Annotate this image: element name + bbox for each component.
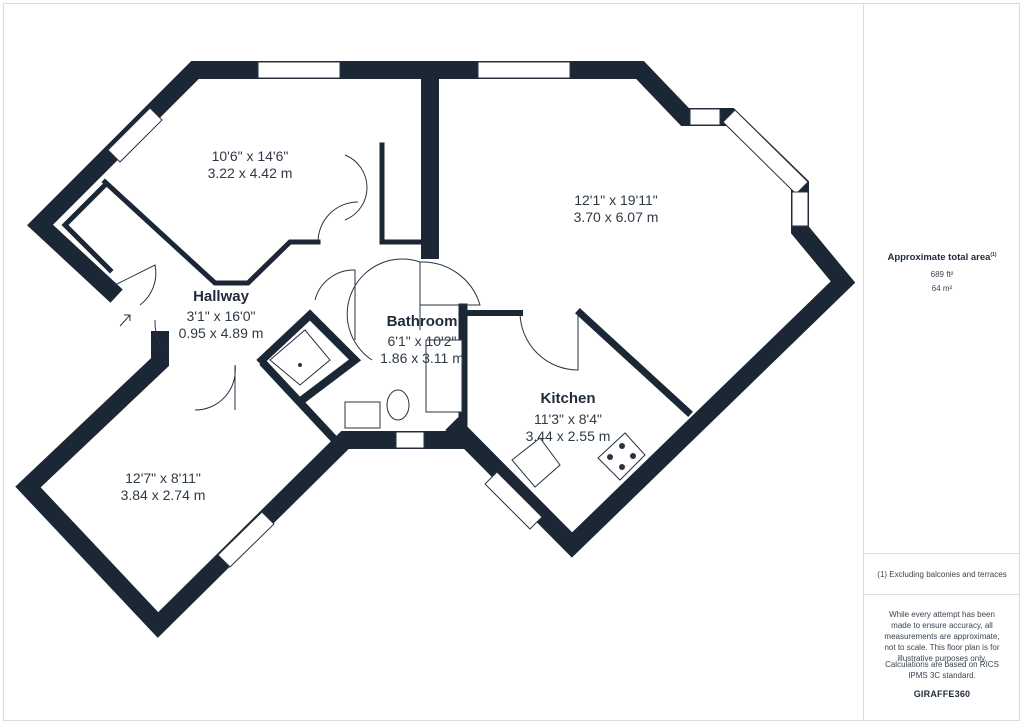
door-bath bbox=[346, 258, 421, 361]
bedroom1-dim-metric: 3.22 x 4.42 m bbox=[207, 165, 293, 181]
footnote-text: (1) Excluding balconies and terraces bbox=[877, 570, 1007, 579]
wall-bedroom1-lower bbox=[101, 178, 321, 286]
hallway-dimensions: 3'1" x 16'0" 0.95 x 4.89 m bbox=[179, 308, 264, 342]
sidebar-divider bbox=[863, 3, 864, 721]
hallway-dim-imperial: 3'1" x 16'0" bbox=[186, 308, 256, 324]
hob-ring-3 bbox=[619, 464, 625, 470]
wall-bottom-left bbox=[15, 331, 467, 638]
entrance-arrow bbox=[119, 314, 131, 327]
wall-kitchen-right bbox=[575, 308, 693, 417]
window-bath-bottom bbox=[395, 431, 425, 449]
kitchen-dimensions: 11'3" x 8'4" 3.44 x 2.55 m bbox=[526, 411, 611, 445]
window-bed1-left bbox=[107, 107, 163, 163]
wall-hall-left bbox=[61, 181, 114, 274]
door-living bbox=[419, 261, 481, 306]
sidebar-separator-1 bbox=[864, 553, 1020, 554]
wall-top-left bbox=[27, 61, 439, 303]
window-living-angle bbox=[722, 109, 809, 195]
total-area-footnote-mark: (1) bbox=[990, 252, 997, 258]
bedroom1-dim-imperial: 10'6" x 14'6" bbox=[211, 148, 289, 164]
hallway-dim-metric: 0.95 x 4.89 m bbox=[178, 325, 264, 341]
kitchen-name: Kitchen bbox=[540, 390, 596, 407]
wall-store bbox=[256, 309, 362, 406]
bathroom-dimensions: 6'1" x 10'2" 1.86 x 3.11 m bbox=[380, 333, 464, 367]
window-living-top bbox=[477, 61, 571, 79]
window-bed1-top bbox=[257, 61, 341, 79]
disclaimer-text: While every attempt has been made to ens… bbox=[884, 610, 1000, 663]
store-sink bbox=[269, 329, 331, 386]
bedroom2-dim-metric: 3.84 x 2.74 m bbox=[120, 487, 206, 503]
wall-cupboard bbox=[379, 142, 433, 245]
total-area-sqft: 689 ft² bbox=[930, 270, 954, 280]
hob-ring-1 bbox=[607, 454, 613, 460]
total-area-block: Approximate total area(1) 689 ft² 64 m² bbox=[864, 250, 1020, 294]
hob-ring-2 bbox=[619, 443, 625, 449]
door-hall-entry bbox=[114, 264, 157, 306]
plan-frame bbox=[3, 3, 1020, 721]
door-hall-arc bbox=[154, 319, 161, 346]
window-living-side bbox=[791, 191, 809, 227]
living-dim-metric: 3.70 x 6.07 m bbox=[573, 209, 659, 225]
bedroom2-dimensions: 12'7" x 8'11" 3.84 x 2.74 m bbox=[121, 470, 206, 504]
window-kitchen-bottom bbox=[484, 471, 543, 530]
kitchen-sink bbox=[511, 437, 561, 488]
calculation-note: Calculations are based on RICS IPMS 3C s… bbox=[885, 660, 999, 680]
kitchen-dim-metric: 3.44 x 2.55 m bbox=[525, 428, 611, 444]
hallway-name: Hallway bbox=[193, 288, 249, 305]
hob-ring-4 bbox=[630, 453, 636, 459]
brand-logo: GIRAFFE360 bbox=[913, 689, 971, 699]
floor-plan bbox=[15, 61, 856, 638]
store-drain bbox=[298, 363, 302, 367]
bedroom1-dimensions: 10'6" x 14'6" 3.22 x 4.42 m bbox=[208, 148, 293, 182]
bathroom-name: Bathroom bbox=[386, 313, 458, 330]
total-area-title: Approximate total area(1) bbox=[864, 250, 1020, 263]
wash-basin bbox=[344, 401, 381, 429]
total-area-sqm: 64 m² bbox=[931, 284, 953, 294]
wall-top-right bbox=[421, 61, 856, 558]
kitchen-dim-imperial: 11'3" x 8'4" bbox=[534, 411, 602, 427]
bedroom2-dim-imperial: 12'7" x 8'11" bbox=[125, 470, 201, 486]
door-bed1 bbox=[317, 201, 359, 243]
sidebar-separator-2 bbox=[864, 594, 1020, 595]
living-dimensions: 12'1" x 19'11" 3.70 x 6.07 m bbox=[574, 192, 659, 226]
door-bed2 bbox=[194, 364, 236, 411]
hob bbox=[597, 432, 646, 481]
bathroom-dim-imperial: 6'1" x 10'2" bbox=[387, 333, 457, 349]
total-area-title-text: Approximate total area bbox=[887, 252, 991, 264]
window-living-bay bbox=[689, 108, 721, 126]
window-bed2-bottom bbox=[217, 511, 275, 568]
living-dim-imperial: 12'1" x 19'11" bbox=[574, 192, 658, 208]
door-kitchen bbox=[519, 312, 579, 371]
door-cupboard-1 bbox=[344, 154, 368, 221]
bath-tub bbox=[425, 339, 463, 413]
bathroom-dim-metric: 1.86 x 3.11 m bbox=[380, 350, 464, 366]
door-store bbox=[314, 269, 356, 340]
toilet bbox=[386, 389, 410, 421]
